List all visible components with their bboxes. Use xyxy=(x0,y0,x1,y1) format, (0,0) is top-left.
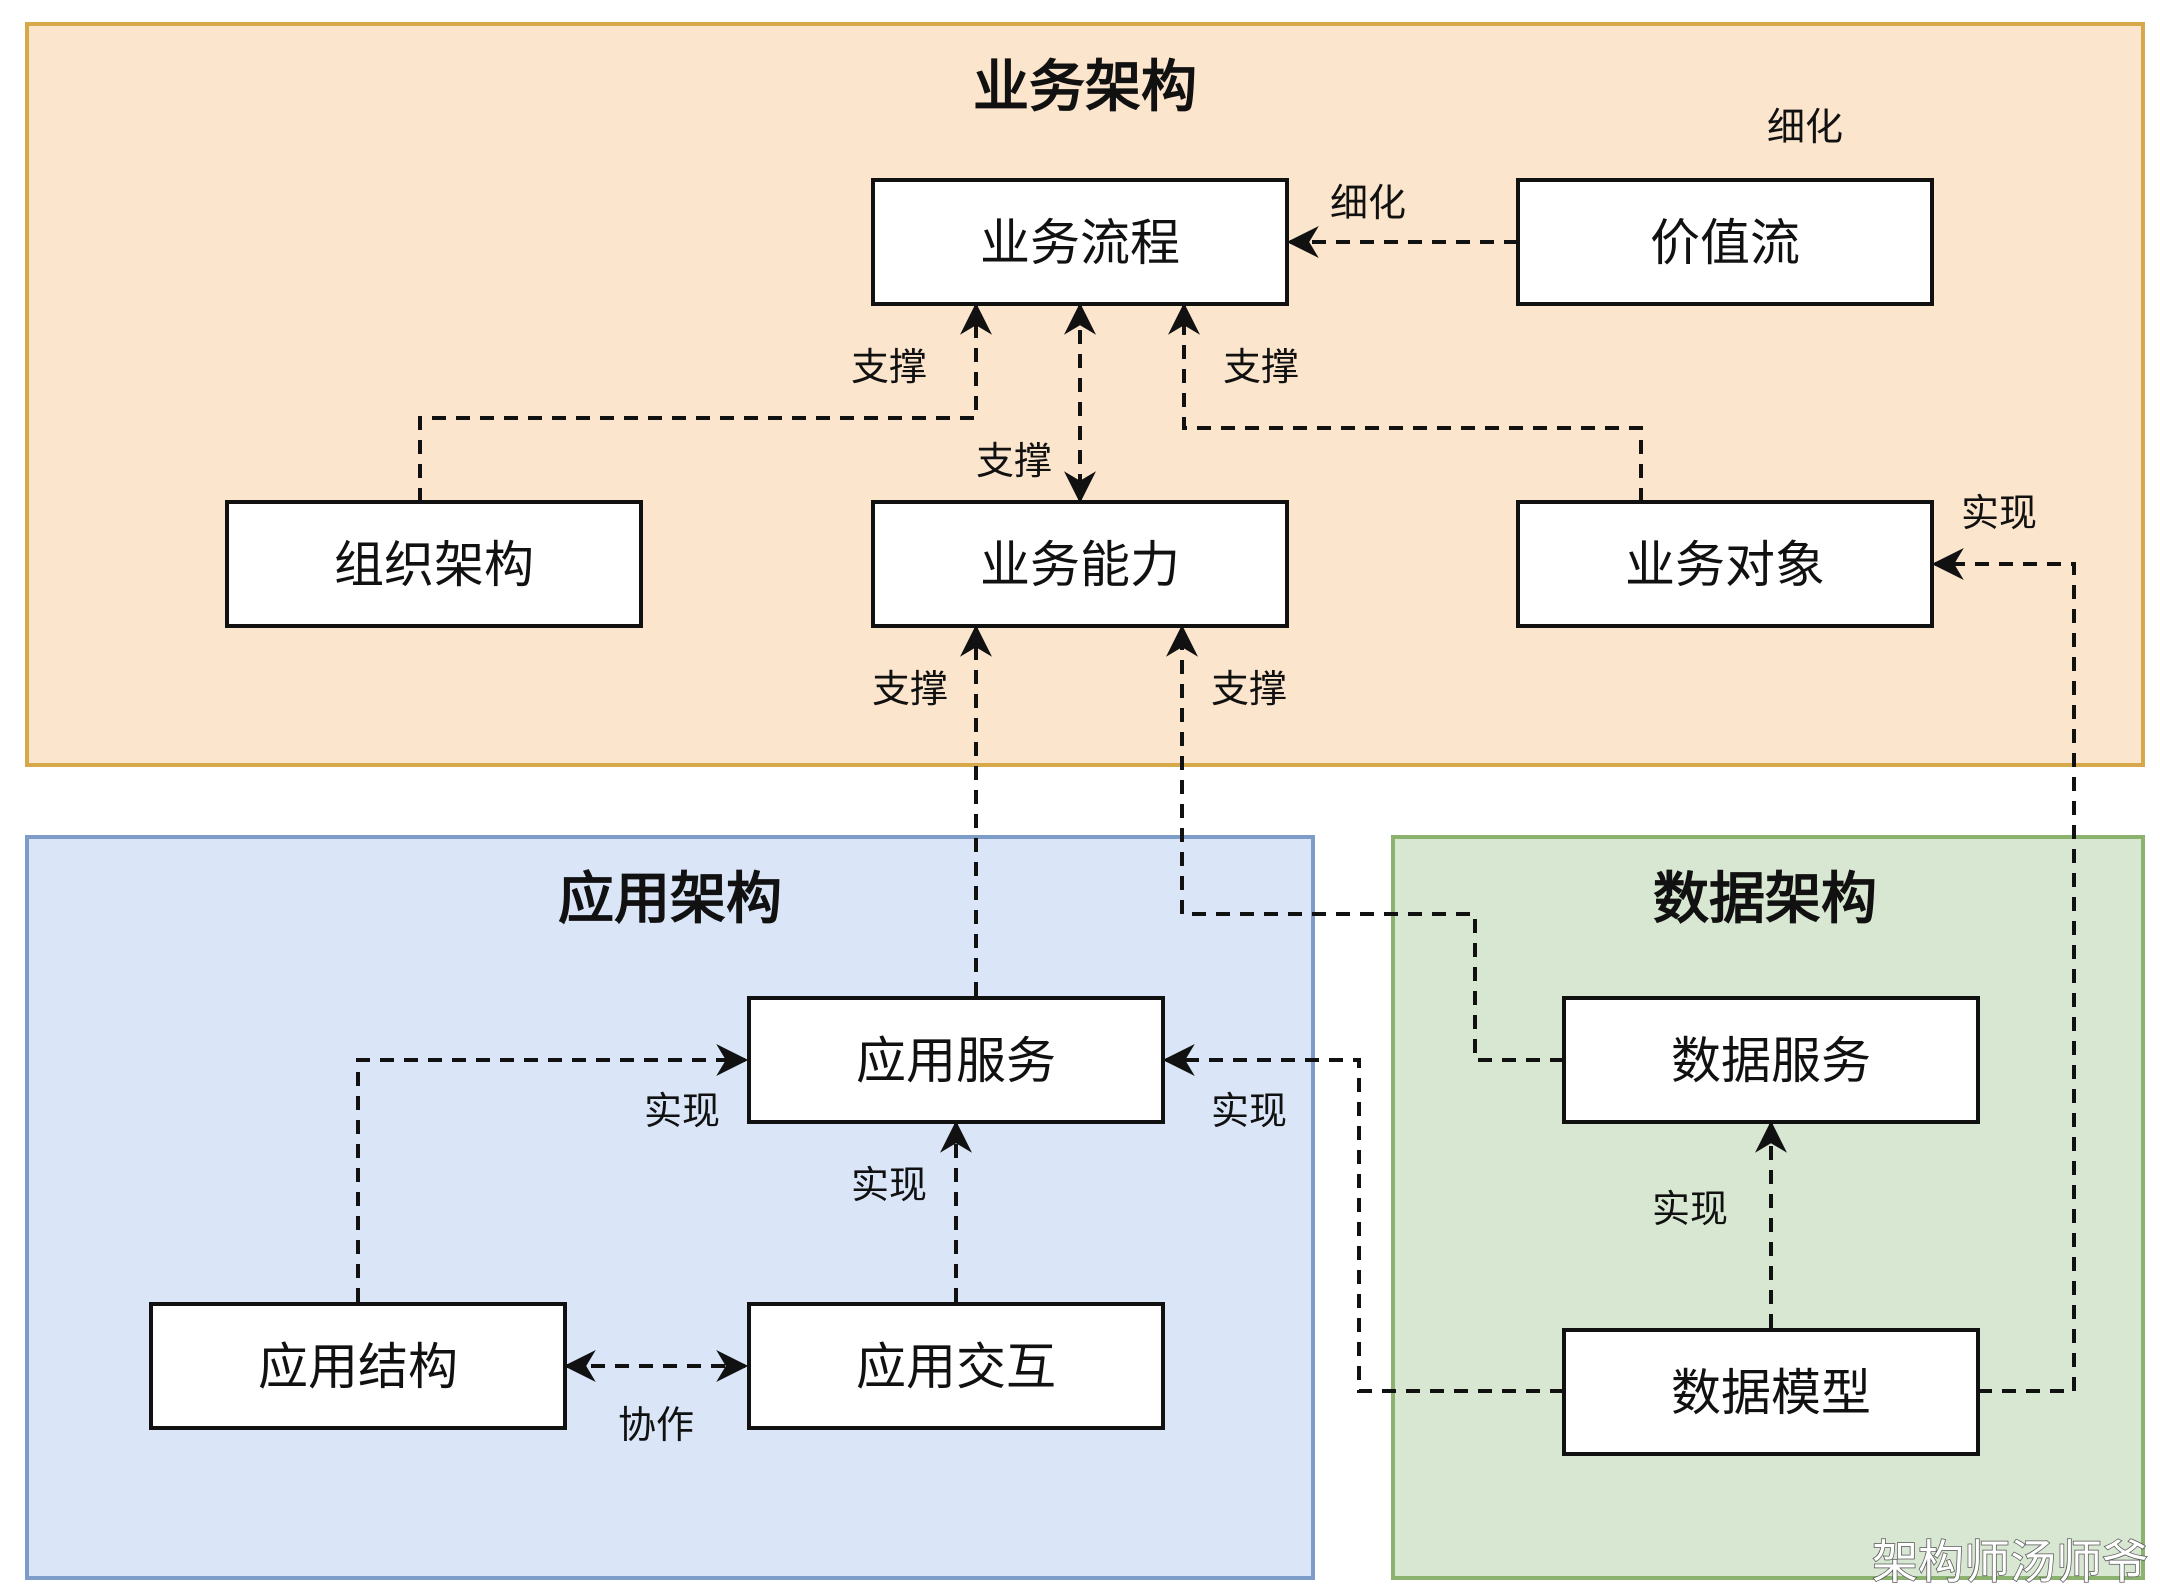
edge-label-support-data: 支撑 xyxy=(1211,667,1287,711)
node-value-stream-label: 价值流 xyxy=(1650,214,1800,272)
edge-label-realize-interaction: 实现 xyxy=(851,1163,927,1207)
watermark-text: 架构师汤师爷 xyxy=(1872,1535,2148,1589)
node-org-structure[interactable]: 组织架构 xyxy=(225,500,643,628)
node-business-process-label: 业务流程 xyxy=(980,214,1180,272)
edge-app-structure-to-service xyxy=(356,1044,749,1302)
node-data-model[interactable]: 数据模型 xyxy=(1562,1328,1980,1456)
node-app-service-label: 应用服务 xyxy=(856,1032,1056,1090)
node-business-capability[interactable]: 业务能力 xyxy=(871,500,1289,628)
node-app-interaction[interactable]: 应用交互 xyxy=(747,1302,1165,1430)
edge-label-refine: 细化 xyxy=(1330,181,1406,225)
node-data-service-label: 数据服务 xyxy=(1671,1032,1871,1090)
node-app-interaction-label: 应用交互 xyxy=(856,1338,1056,1396)
node-business-object-label: 业务对象 xyxy=(1625,536,1825,594)
node-business-capability-label: 业务能力 xyxy=(980,536,1180,594)
node-app-structure[interactable]: 应用结构 xyxy=(149,1302,567,1430)
node-data-service[interactable]: 数据服务 xyxy=(1562,996,1980,1124)
application-architecture-title: 应用架构 xyxy=(558,867,782,932)
node-business-object[interactable]: 业务对象 xyxy=(1516,500,1934,628)
node-app-structure-label: 应用结构 xyxy=(258,1338,458,1396)
edge-label-realize-object: 实现 xyxy=(1961,491,2037,535)
node-data-model-label: 数据模型 xyxy=(1671,1364,1871,1422)
edge-label-support-object: 支撑 xyxy=(1223,345,1299,389)
node-org-structure-label: 组织架构 xyxy=(334,536,534,594)
edge-label-support-capability: 支撑 xyxy=(976,439,1052,483)
edge-data-model-to-app-service xyxy=(1162,1044,1564,1393)
edge-label-support-org: 支撑 xyxy=(851,345,927,389)
edge-data-model-to-object xyxy=(1931,548,2076,1393)
edge-label-realize-model: 实现 xyxy=(1652,1187,1728,1231)
edge-data-service-to-capability xyxy=(1166,624,1564,1062)
edge-label-realize-structure: 实现 xyxy=(644,1089,720,1133)
edge-label-refine-top: 细化 xyxy=(1767,105,1843,149)
edge-label-realize-data-model: 实现 xyxy=(1211,1089,1287,1133)
node-business-process[interactable]: 业务流程 xyxy=(871,178,1289,306)
edge-label-collaborate: 协作 xyxy=(618,1403,694,1447)
business-architecture-title: 业务架构 xyxy=(973,55,1197,120)
node-app-service[interactable]: 应用服务 xyxy=(747,996,1165,1124)
edge-object-to-process xyxy=(1168,302,1643,502)
edge-label-support-app: 支撑 xyxy=(872,667,948,711)
data-architecture-title: 数据架构 xyxy=(1653,867,1877,932)
node-value-stream[interactable]: 价值流 xyxy=(1516,178,1934,306)
application-architecture-region xyxy=(25,835,1315,1580)
data-architecture-region xyxy=(1391,835,2145,1580)
edge-org-to-process xyxy=(418,302,992,502)
